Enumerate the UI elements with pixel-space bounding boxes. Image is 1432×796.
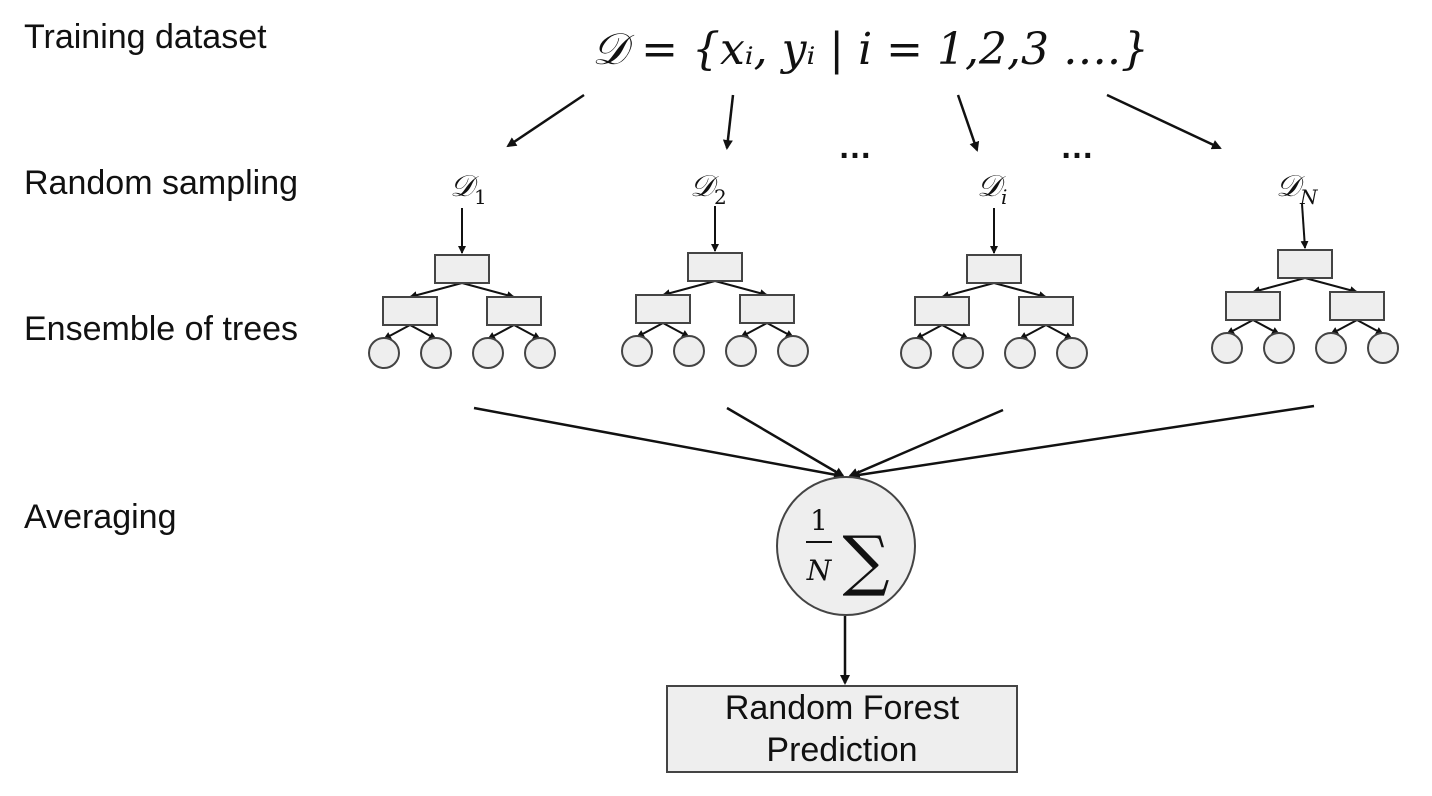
tree-2-right-leaf-edge-1	[740, 322, 768, 338]
tree-1-left-leaf-2	[420, 337, 452, 369]
tree-2-edge-right	[714, 280, 768, 298]
tree-2-right-node	[739, 294, 795, 324]
avg-numerator: 1	[810, 504, 828, 537]
tree-4-left-leaf-edge-1	[1226, 319, 1254, 335]
tree-1-root-node	[434, 254, 490, 284]
tree-3-root-node	[966, 254, 1022, 284]
tree-4-left-leaf-1	[1211, 332, 1243, 364]
arrow-tree3-to-avg	[848, 408, 1004, 478]
tree-4-input-arrow	[1300, 203, 1309, 249]
ellipsis-left: …	[838, 128, 872, 166]
tree-4-left-leaf-2	[1263, 332, 1295, 364]
tree-3-right-leaf-2	[1056, 337, 1088, 369]
stage-label-averaging: Averaging	[24, 498, 177, 536]
arrow-tree1-to-avg	[473, 406, 844, 480]
tree-3-edge-right	[993, 282, 1047, 300]
arrow-dataset-to-d1	[506, 93, 585, 148]
subset-label-i: 𝒟i	[977, 169, 1007, 209]
sum-symbol: ∑	[842, 522, 889, 599]
tree-2-right-leaf-1	[725, 335, 757, 367]
arrow-dataset-to-dn	[1106, 93, 1222, 150]
output-box: Random Forest Prediction	[666, 685, 1018, 773]
tree-2-left-leaf-edge-2	[662, 322, 690, 338]
tree-2-left-leaf-2	[673, 335, 705, 367]
tree-3-left-leaf-edge-1	[915, 324, 943, 340]
tree-1-right-leaf-edge-2	[513, 324, 541, 340]
tree-1-left-leaf-edge-1	[383, 324, 411, 340]
tree-4-right-node	[1329, 291, 1385, 321]
tree-2-left-node	[635, 294, 691, 324]
tree-3-left-leaf-2	[952, 337, 984, 369]
tree-3-right-leaf-edge-2	[1045, 324, 1073, 340]
dataset-formula: 𝒟 = {xᵢ, yᵢ | i = 1,2,3 ….}	[592, 24, 1149, 75]
tree-1-right-leaf-2	[524, 337, 556, 369]
tree-4-right-leaf-edge-2	[1356, 319, 1384, 335]
tree-3-left-leaf-1	[900, 337, 932, 369]
tree-4-left-leaf-edge-2	[1252, 319, 1280, 335]
tree-1-right-node	[486, 296, 542, 326]
ellipsis-right: …	[1060, 128, 1094, 166]
tree-1-edge-left	[409, 282, 463, 300]
subset-label-1: 𝒟1	[450, 169, 487, 209]
arrow-dataset-to-di	[956, 94, 980, 152]
tree-1-left-leaf-1	[368, 337, 400, 369]
tree-2-right-leaf-2	[777, 335, 809, 367]
tree-1-left-leaf-edge-2	[409, 324, 437, 340]
tree-1-edge-right	[461, 282, 515, 300]
tree-3-right-leaf-1	[1004, 337, 1036, 369]
subset-label-2: 𝒟2	[690, 169, 727, 209]
tree-4-edge-left	[1252, 277, 1306, 295]
tree-2-right-leaf-edge-2	[766, 322, 794, 338]
tree-ensemble	[368, 203, 1399, 369]
arrow-tree4-to-avg	[850, 404, 1315, 480]
tree-1-right-leaf-1	[472, 337, 504, 369]
arrow-dataset-to-d2	[722, 94, 735, 150]
output-line-1: Random Forest	[724, 689, 960, 727]
tree-4-right-leaf-2	[1367, 332, 1399, 364]
tree-3-right-leaf-edge-1	[1019, 324, 1047, 340]
tree-3-right-node	[1018, 296, 1074, 326]
tree-2-left-leaf-edge-1	[636, 322, 664, 338]
tree-1-left-node	[382, 296, 438, 326]
stage-label-training: Training dataset	[24, 18, 267, 56]
avg-denominator: N	[806, 554, 833, 587]
tree-2-edge-left	[662, 280, 716, 298]
stage-label-sampling: Random sampling	[24, 164, 299, 202]
tree-3-edge-left	[941, 282, 995, 300]
tree-1-right-leaf-edge-1	[487, 324, 515, 340]
tree-4-right-leaf-1	[1315, 332, 1347, 364]
output-line-2: Prediction	[766, 731, 918, 769]
averaging-node	[776, 476, 916, 616]
subset-label-n: 𝒟N	[1276, 169, 1319, 209]
tree-4-right-leaf-edge-1	[1330, 319, 1358, 335]
arrow-tree2-to-avg	[726, 406, 845, 478]
tree-3-left-leaf-edge-2	[941, 324, 969, 340]
tree-2-root-node	[687, 252, 743, 282]
tree-4-left-node	[1225, 291, 1281, 321]
stage-label-ensemble: Ensemble of trees	[24, 310, 299, 348]
tree-4-edge-right	[1304, 277, 1358, 295]
tree-2-left-leaf-1	[621, 335, 653, 367]
tree-3-left-node	[914, 296, 970, 326]
tree-4-root-node	[1277, 249, 1333, 279]
